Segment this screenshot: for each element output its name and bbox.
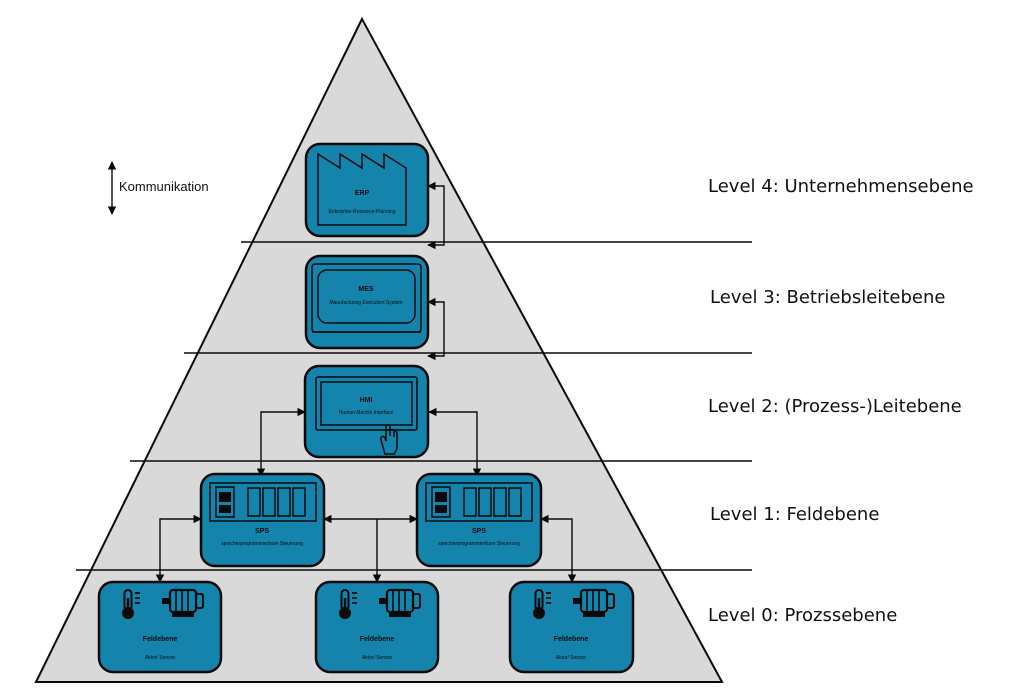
connector-erp-mes xyxy=(427,181,445,250)
level-0-label: Level 0: Prozssebene xyxy=(708,605,897,626)
mes-subtitle: Manufacturing Execution System xyxy=(329,300,402,306)
communication-label: Kommunikation xyxy=(119,179,209,194)
hmi-subtitle: Human Machin Interface xyxy=(339,410,394,416)
communication-legend: Kommunikation xyxy=(107,161,209,215)
sps-left-title: SPS xyxy=(255,528,269,535)
plc-rail xyxy=(425,482,533,522)
monitor-screen xyxy=(317,269,416,324)
connector-hmi-sps-left xyxy=(256,407,306,477)
mes-box: MES Manufacturing Execution System xyxy=(304,254,430,350)
hmi-screen-inner xyxy=(320,381,413,426)
hmi-box: HMI Human Machin Interface xyxy=(303,364,430,459)
level-4-label: Level 4: Unternehmensebene xyxy=(708,176,974,197)
factory-icon xyxy=(317,152,407,226)
erp-box: ERP Enterprise-Resource-Planning xyxy=(304,142,430,238)
hmi-screen-outer xyxy=(315,376,418,431)
field-center-title: Feldebene xyxy=(360,636,395,643)
field-box-left: Feldebene Aktor/ Sensor xyxy=(97,580,223,674)
sps-right-subtitle: speicherprogrammierbare Steuerung xyxy=(438,541,520,547)
hmi-title: HMI xyxy=(360,397,373,404)
sps-right-title: SPS xyxy=(472,528,486,535)
connector-hmi-sps-right xyxy=(428,407,482,477)
sps-left-subtitle: speicherprogrammierbare Steuerung xyxy=(221,541,303,547)
connector-sps-field-left xyxy=(155,514,202,583)
touch-hand-icon xyxy=(380,424,398,455)
level-1-label: Level 1: Feldebene xyxy=(710,504,879,525)
field-right-title: Feldebene xyxy=(554,636,589,643)
erp-subtitle: Enterprise-Resource-Planning xyxy=(329,209,396,215)
level-3-label: Level 3: Betriebsleitebene xyxy=(710,287,945,308)
mes-title: MES xyxy=(358,286,374,293)
sps-box-right: SPS speicherprogrammierbare Steuerung xyxy=(415,472,543,568)
field-center-subtitle: Aktor/ Sensor xyxy=(362,655,393,661)
level-2-label: Level 2: (Prozess-)Leitebene xyxy=(708,396,962,417)
plc-rail xyxy=(209,482,317,522)
field-box-right: Feldebene Aktor/ Sensor xyxy=(508,580,635,674)
sps-box-left: SPS speicherprogrammierbare Steuerung xyxy=(199,472,326,568)
field-left-subtitle: Aktor/ Sensor xyxy=(145,655,176,661)
field-right-subtitle: Aktor/ Sensor xyxy=(556,655,587,661)
field-box-center: Feldebene Aktor/ Sensor xyxy=(314,580,440,674)
connector-sps-field-right xyxy=(540,514,577,583)
erp-title: ERP xyxy=(355,190,370,197)
connector-mes-hmi xyxy=(427,297,445,361)
field-left-title: Feldebene xyxy=(143,636,178,643)
connections xyxy=(155,181,577,583)
